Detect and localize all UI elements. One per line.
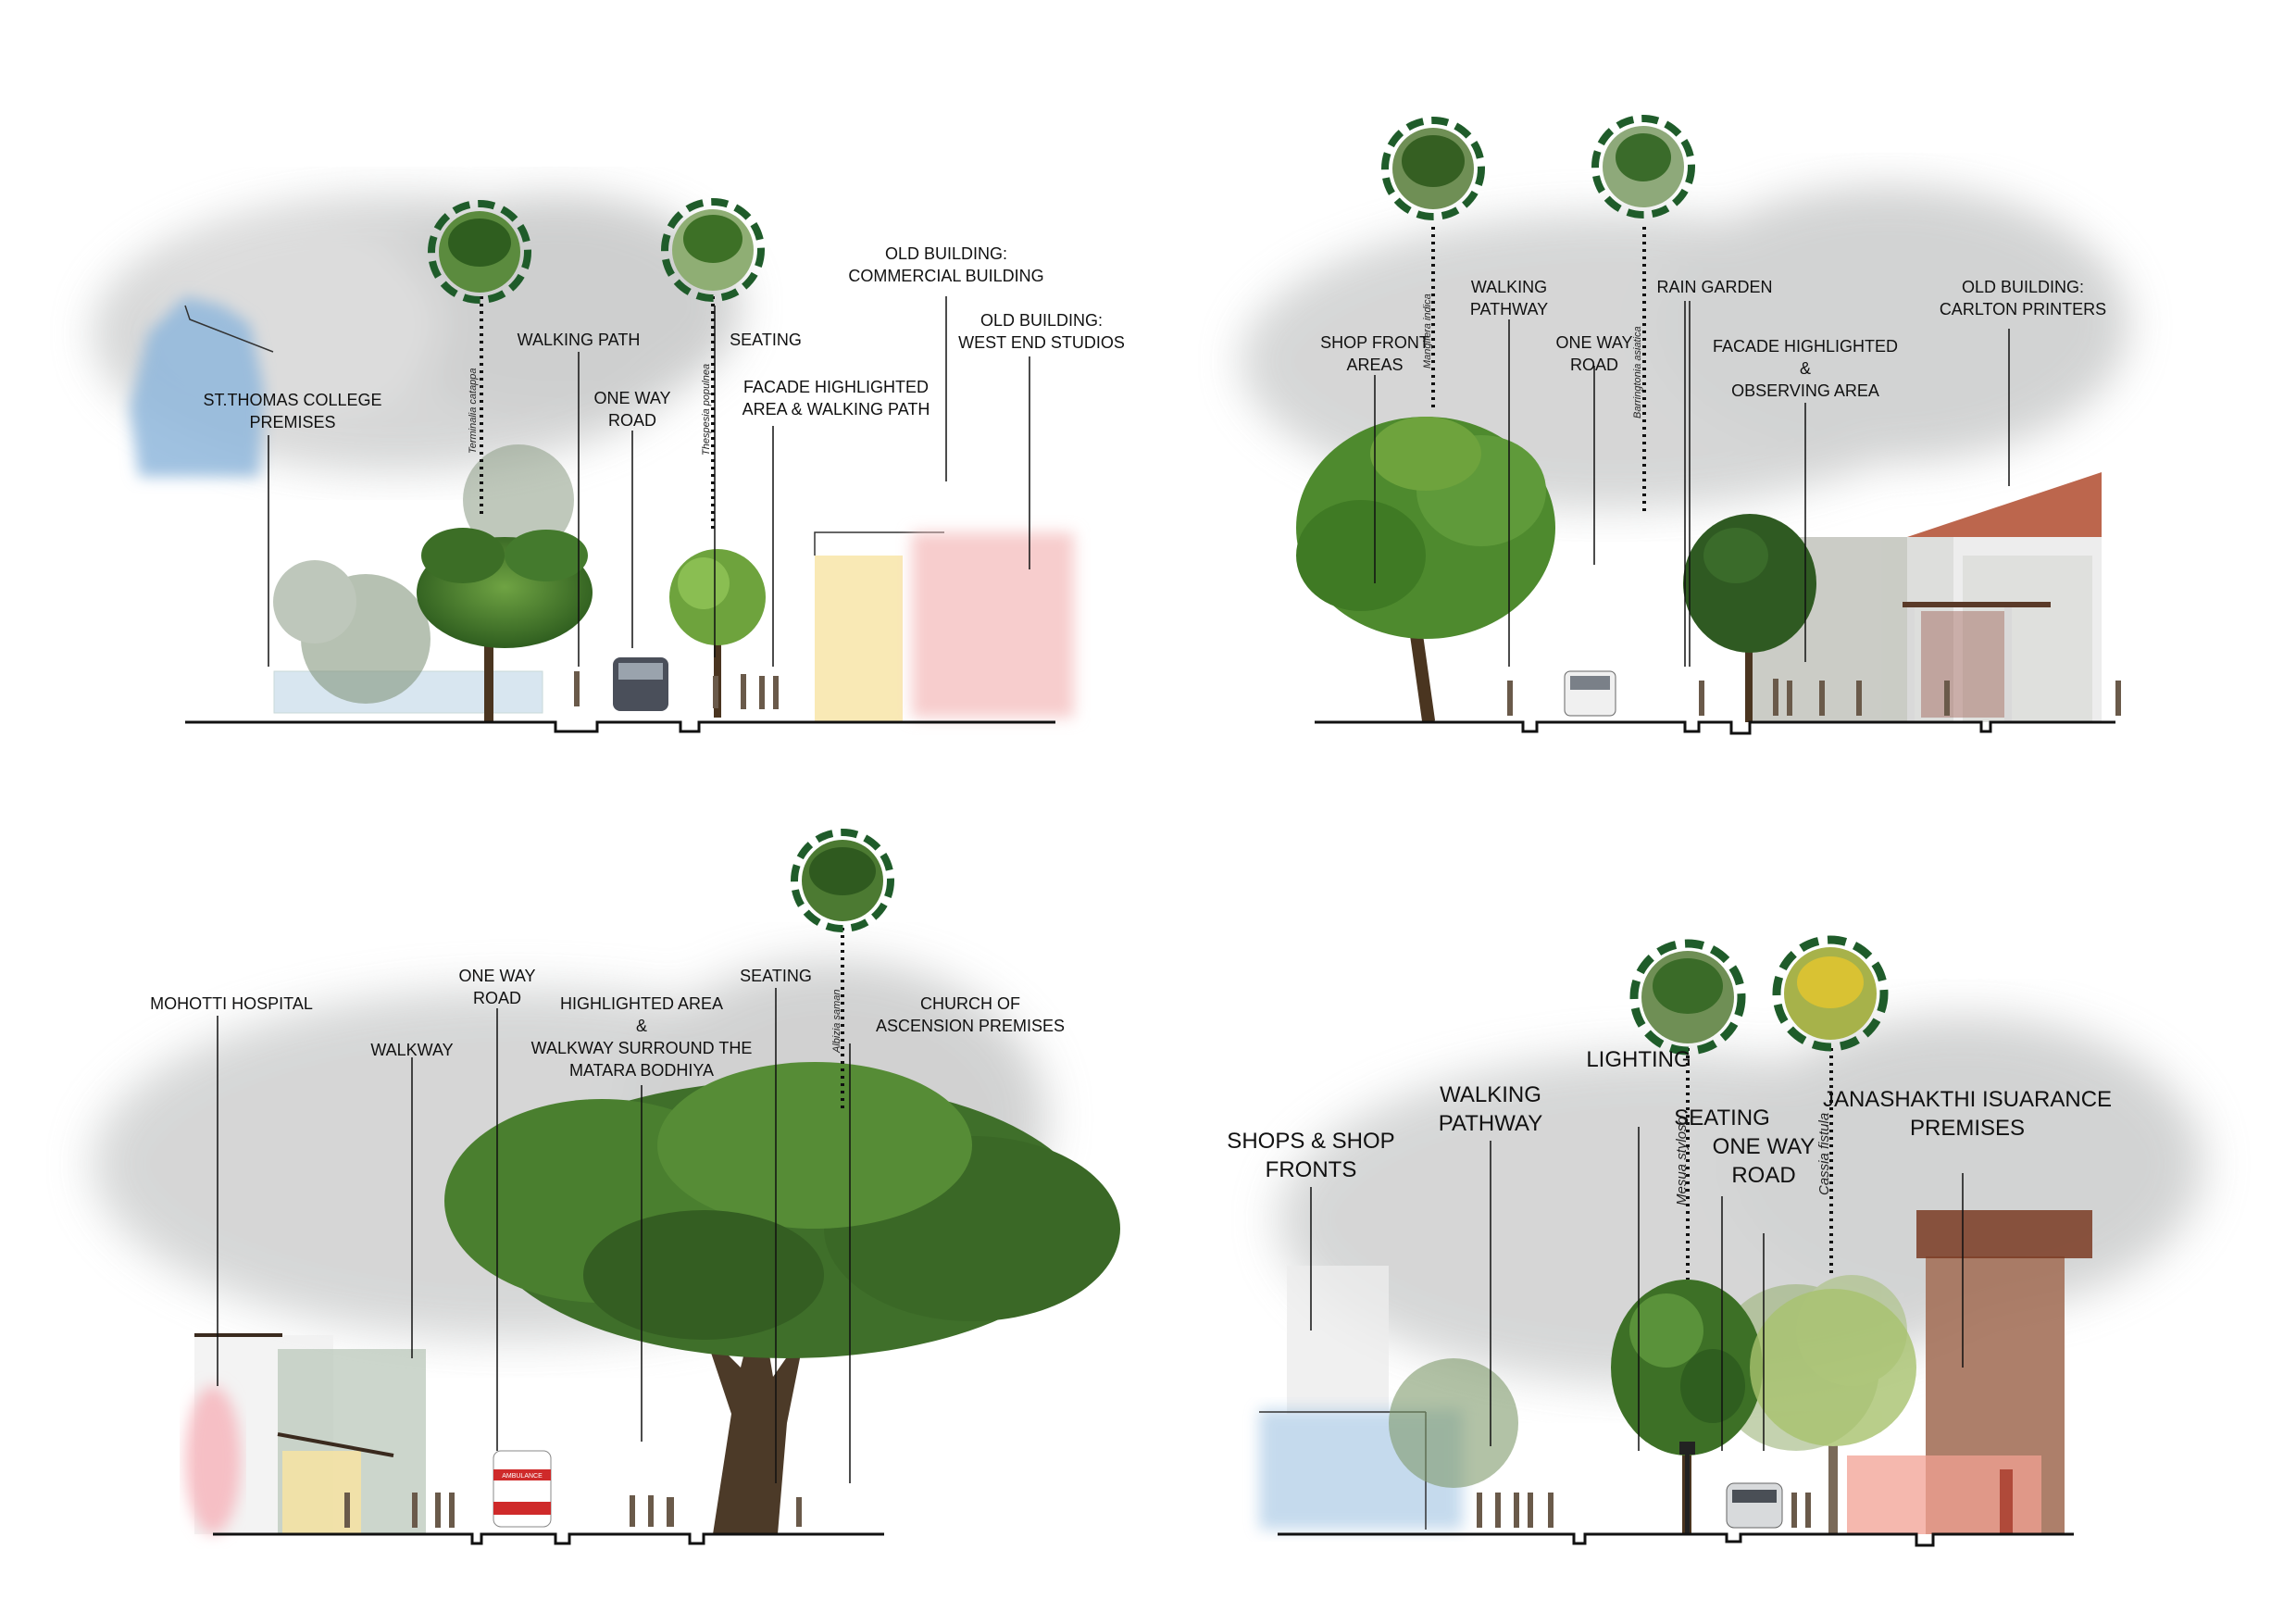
species-dotted-lines [480, 296, 715, 532]
section-drawing-2 [1241, 115, 2129, 735]
college-wall-watercolour [130, 296, 264, 477]
leader-lines [1310, 1127, 1964, 1451]
label-facade-highlighted: FACADE HIGHLIGHTED&OBSERVING AREA [1712, 337, 1899, 400]
section-panel-3: AMBULANCE M [0, 812, 1148, 1624]
species-badge-mangifera [1381, 117, 1485, 220]
label-walkway: WALKWAY [370, 1041, 454, 1059]
ambulance [493, 1450, 552, 1528]
ground-line [1278, 1532, 2074, 1547]
label-seating: SEATING [730, 331, 802, 349]
species-label-mesua: Mesua styloso [1674, 1117, 1690, 1206]
section-drawing-3: AMBULANCE [93, 829, 1120, 1545]
background-trees [273, 444, 574, 704]
species-label-thespesia: Thespesia populnea [701, 363, 712, 456]
tree-barringtonia [1683, 514, 1816, 722]
species-badge-barringtonia [1591, 115, 1695, 219]
label-lighting: LIGHTING [1586, 1047, 1691, 1072]
car [613, 657, 668, 711]
section-drawing-1 [93, 194, 1074, 733]
tree-terminalia [417, 528, 593, 722]
label-walking-path: WALKING PATH [517, 331, 641, 349]
leader-lines [217, 988, 851, 1483]
west-end-studios [912, 532, 1074, 718]
species-badge-terminalia [428, 200, 531, 304]
tree-mangifera [1296, 417, 1555, 723]
ground-line [213, 1532, 884, 1545]
commercial-building [814, 531, 944, 722]
tree-cassia [1750, 1289, 1916, 1534]
leader-lines [1374, 301, 2010, 667]
carlton-printers [1903, 472, 2102, 722]
species-label-barringtonia: Barringtonia asiatica [1632, 326, 1643, 418]
label-mohotti-hospital: MOHOTTI HOSPITAL [150, 994, 313, 1013]
species-label-cassia: Cassia fistula [1816, 1112, 1832, 1195]
hospital-watercolour [185, 1386, 241, 1534]
janashakthi-building [1847, 1210, 2092, 1534]
label-carlton-printers: OLD BUILDING:CARLTON PRINTERS [1939, 278, 2107, 319]
species-label-albizia: Albizia saman [831, 989, 842, 1053]
species-badge-cassia [1772, 935, 1889, 1052]
label-commercial-building: OLD BUILDING:COMMERCIAL BUILDING [848, 244, 1044, 285]
species-badge-mesua [1629, 939, 1746, 1056]
car [1726, 1482, 1783, 1529]
section-drawing-4 [1259, 935, 2203, 1547]
tree-thespesia [669, 549, 766, 718]
car [1564, 670, 1616, 717]
pedestrians [344, 1493, 802, 1528]
label-seating: SEATING [1674, 1106, 1770, 1131]
tree-albizia [444, 1062, 1120, 1534]
pedestrians [1477, 1493, 1811, 1528]
species-badge-albizia [791, 829, 894, 932]
pedestrians [574, 671, 779, 709]
species-dotted-lines [1686, 1048, 1833, 1280]
pedestrians [1507, 679, 2121, 716]
ground-line [1315, 720, 2115, 735]
species-badge-thespesia [661, 198, 765, 302]
college-boundary [184, 305, 274, 353]
label-seating: SEATING [740, 967, 812, 985]
species-label-terminalia: Terminalia catappa [468, 368, 479, 454]
label-rain-garden: RAIN GARDEN [1656, 278, 1773, 296]
ambulance-text: AMBULANCE [502, 1473, 543, 1480]
species-dotted-lines [1431, 227, 1646, 514]
ground-line [185, 720, 1055, 733]
species-label-mangifera: Mangifera indica [1422, 294, 1433, 369]
street-lamp [1679, 1442, 1695, 1534]
label-west-end-studios: OLD BUILDING:WEST END STUDIOS [958, 311, 1125, 352]
